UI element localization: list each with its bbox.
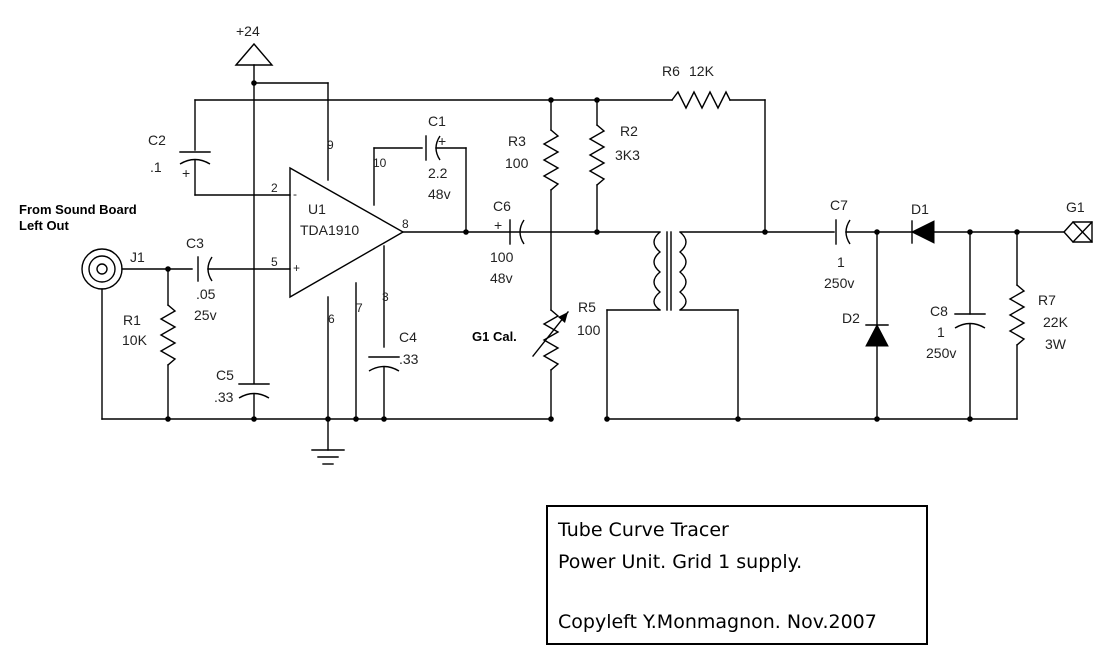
pin-9: 9 bbox=[327, 138, 334, 152]
top-rail-wire bbox=[194, 99, 766, 234]
label-r5-value: 100 bbox=[577, 322, 601, 338]
label-r3: R3 bbox=[508, 133, 526, 149]
label-c8-value: 1 bbox=[937, 324, 945, 340]
title-line-1: Tube Curve Tracer bbox=[558, 519, 729, 541]
transformer-t1 bbox=[596, 231, 835, 420]
label-c3-value: .05 bbox=[196, 286, 216, 302]
label-c7-value: 1 bbox=[837, 254, 845, 270]
label-r2-value: 3K3 bbox=[615, 147, 640, 163]
label-c5-value: .33 bbox=[214, 389, 234, 405]
c6-polarity: + bbox=[494, 217, 502, 233]
label-c3-voltage: 25v bbox=[194, 307, 217, 323]
resistor-r6 bbox=[671, 90, 731, 110]
c1-polarity: + bbox=[438, 133, 446, 149]
label-r7-value: 22K bbox=[1043, 314, 1069, 330]
pin-2: 2 bbox=[271, 181, 278, 195]
label-c8-voltage: 250v bbox=[926, 345, 956, 361]
pin-5-plus: + bbox=[293, 261, 300, 275]
resistor-r7 bbox=[1008, 231, 1026, 420]
terminal-g1 bbox=[1063, 221, 1093, 243]
label-c2: C2 bbox=[148, 132, 166, 148]
pin-3: 3 bbox=[382, 290, 389, 304]
supply-symbol bbox=[234, 42, 329, 384]
label-r5: R5 bbox=[578, 299, 596, 315]
label-r6: R6 bbox=[662, 63, 680, 79]
diode-d2 bbox=[865, 231, 889, 420]
resistor-r1 bbox=[159, 268, 177, 420]
capacitor-c3 bbox=[197, 256, 291, 282]
capacitor-c4 bbox=[368, 356, 400, 420]
label-c7: C7 bbox=[830, 197, 848, 213]
label-u1-part: TDA1910 bbox=[300, 222, 359, 238]
pin-2-minus: - bbox=[293, 187, 297, 201]
opamp-u1 bbox=[289, 147, 598, 420]
label-c8: C8 bbox=[930, 303, 948, 319]
capacitor-c1 bbox=[425, 135, 467, 233]
label-c2-value: .1 bbox=[150, 159, 162, 175]
label-c4: C4 bbox=[399, 329, 417, 345]
pin-5: 5 bbox=[271, 255, 278, 269]
label-r3-value: 100 bbox=[505, 155, 529, 171]
label-g1-cal: G1 Cal. bbox=[472, 329, 517, 344]
capacitor-c8 bbox=[954, 231, 986, 420]
title-line-2: Power Unit. Grid 1 supply. bbox=[558, 551, 803, 573]
label-r1-value: 10K bbox=[122, 332, 148, 348]
title-block: Tube Curve Tracer Power Unit. Grid 1 sup… bbox=[546, 505, 928, 645]
label-r7: R7 bbox=[1038, 292, 1056, 308]
label-d1: D1 bbox=[911, 201, 929, 217]
pin-10: 10 bbox=[373, 156, 387, 170]
label-supply: +24 bbox=[236, 23, 260, 39]
label-c3: C3 bbox=[186, 235, 204, 251]
resistor-r2 bbox=[588, 99, 606, 233]
resistor-r3 bbox=[542, 99, 560, 311]
label-d2: D2 bbox=[842, 310, 860, 326]
pin-6: 6 bbox=[328, 312, 335, 326]
label-c4-value: .33 bbox=[399, 351, 419, 367]
jack-j1 bbox=[81, 248, 193, 420]
label-source-2: Left Out bbox=[19, 218, 69, 233]
label-source-1: From Sound Board bbox=[19, 202, 137, 217]
capacitor-c5 bbox=[238, 383, 270, 420]
pin-8: 8 bbox=[402, 217, 409, 231]
label-r7-power: 3W bbox=[1045, 336, 1067, 352]
label-c7-voltage: 250v bbox=[824, 275, 854, 291]
label-r6-value: 12K bbox=[689, 63, 715, 79]
junction-dots bbox=[165, 80, 1020, 422]
label-g1: G1 bbox=[1066, 199, 1085, 215]
ground-bus bbox=[101, 418, 1018, 465]
title-line-3: Copyleft Y.Monmagnon. Nov.2007 bbox=[558, 611, 877, 633]
capacitor-c7 bbox=[835, 219, 913, 245]
diode-d1 bbox=[910, 220, 1065, 244]
capacitor-c2 bbox=[179, 151, 291, 196]
label-c5: C5 bbox=[216, 367, 234, 383]
label-u1: U1 bbox=[308, 201, 326, 217]
label-c6-value: 100 bbox=[490, 249, 514, 265]
label-r2: R2 bbox=[620, 123, 638, 139]
label-c1: C1 bbox=[428, 113, 446, 129]
label-c1-value: 2.2 bbox=[428, 165, 448, 181]
c2-polarity: + bbox=[182, 165, 190, 181]
label-r1: R1 bbox=[123, 312, 141, 328]
label-c1-voltage: 48v bbox=[428, 186, 451, 202]
potentiometer-r5 bbox=[532, 309, 569, 420]
label-j1: J1 bbox=[130, 249, 145, 265]
capacitor-c6 bbox=[509, 219, 525, 245]
label-c6-voltage: 48v bbox=[490, 270, 513, 286]
label-c6: C6 bbox=[493, 198, 511, 214]
pin-7: 7 bbox=[356, 301, 363, 315]
